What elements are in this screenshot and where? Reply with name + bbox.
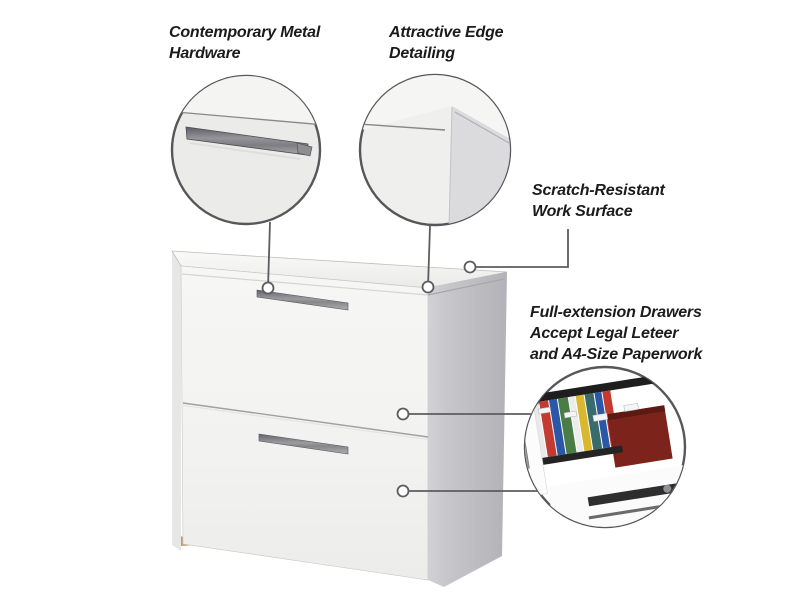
- label-line: Contemporary Metal: [169, 24, 321, 41]
- marker-dot-scratch: [463, 260, 477, 274]
- label-line: Hardware: [169, 45, 241, 62]
- maroon-folder: [606, 405, 673, 468]
- zoom-corner-line: [448, 106, 453, 225]
- zoom-side-groove-line: [454, 111, 510, 144]
- label-line: Full-extension Drawers: [530, 304, 702, 321]
- label-line: and A4-Size Paperwork: [530, 346, 703, 363]
- label-line: Scratch-Resistant: [532, 182, 665, 199]
- zoom-handle-shadow: [189, 142, 301, 160]
- slide-bearing: [663, 484, 672, 493]
- connector-edge: [427, 225, 431, 288]
- marker-dot-hardware: [261, 281, 275, 295]
- marker-dot-edge: [421, 280, 435, 294]
- magnifier-circle-hardware: [170, 74, 322, 226]
- marker-dot-drawer-top: [396, 407, 410, 421]
- zoom-top-face: [360, 75, 510, 140]
- drawer-slot-line: [588, 504, 665, 520]
- magnifier-circle-edge: [358, 73, 512, 227]
- connector-scratch: [470, 229, 569, 268]
- callout-label-edge: Attractive Edge Detailing: [389, 22, 504, 64]
- drawer-slide-rail: [587, 482, 680, 507]
- callout-label-drawers: Full-extension Drawers Accept Legal Lete…: [530, 302, 702, 365]
- marker-dot-drawer-bottom: [396, 484, 410, 498]
- cabinet-side-edge-detail-line: [427, 278, 505, 296]
- cabinet-front-face: [180, 265, 429, 581]
- bottom-drawer-handle: [258, 433, 349, 455]
- maroon-folder-lip: [606, 405, 666, 421]
- drawer-front-rail: [525, 445, 624, 469]
- top-drawer-handle: [256, 289, 349, 311]
- drawer-divider-shadow: [182, 405, 429, 440]
- label-line: Detailing: [389, 45, 455, 62]
- label-line: Work Surface: [532, 203, 633, 220]
- drawer-back-rail: [525, 372, 673, 406]
- cabinet-left-edge: [172, 251, 181, 551]
- zoom-groove-line: [360, 123, 446, 131]
- label-line: Accept Legal Leteer: [530, 325, 679, 342]
- zoom-edge-line: [172, 110, 320, 126]
- label-line: Attractive Edge: [389, 24, 504, 41]
- callout-markers: [261, 260, 477, 498]
- magnifier-circle-files: [523, 365, 687, 529]
- callout-label-scratch: Scratch-Resistant Work Surface: [532, 180, 665, 222]
- callout-label-hardware: Contemporary Metal Hardware: [169, 22, 320, 64]
- drawer-divider-line: [182, 402, 429, 438]
- folder-tabs: [537, 403, 639, 422]
- zoom-handle-endcap: [296, 142, 313, 157]
- cabinet-front-edge-detail-line: [181, 273, 429, 296]
- cabinet-illustration: [171, 250, 508, 587]
- connector-hardware: [267, 221, 271, 289]
- cabinet-right-side: [428, 272, 507, 587]
- callout-connectors: [267, 221, 569, 492]
